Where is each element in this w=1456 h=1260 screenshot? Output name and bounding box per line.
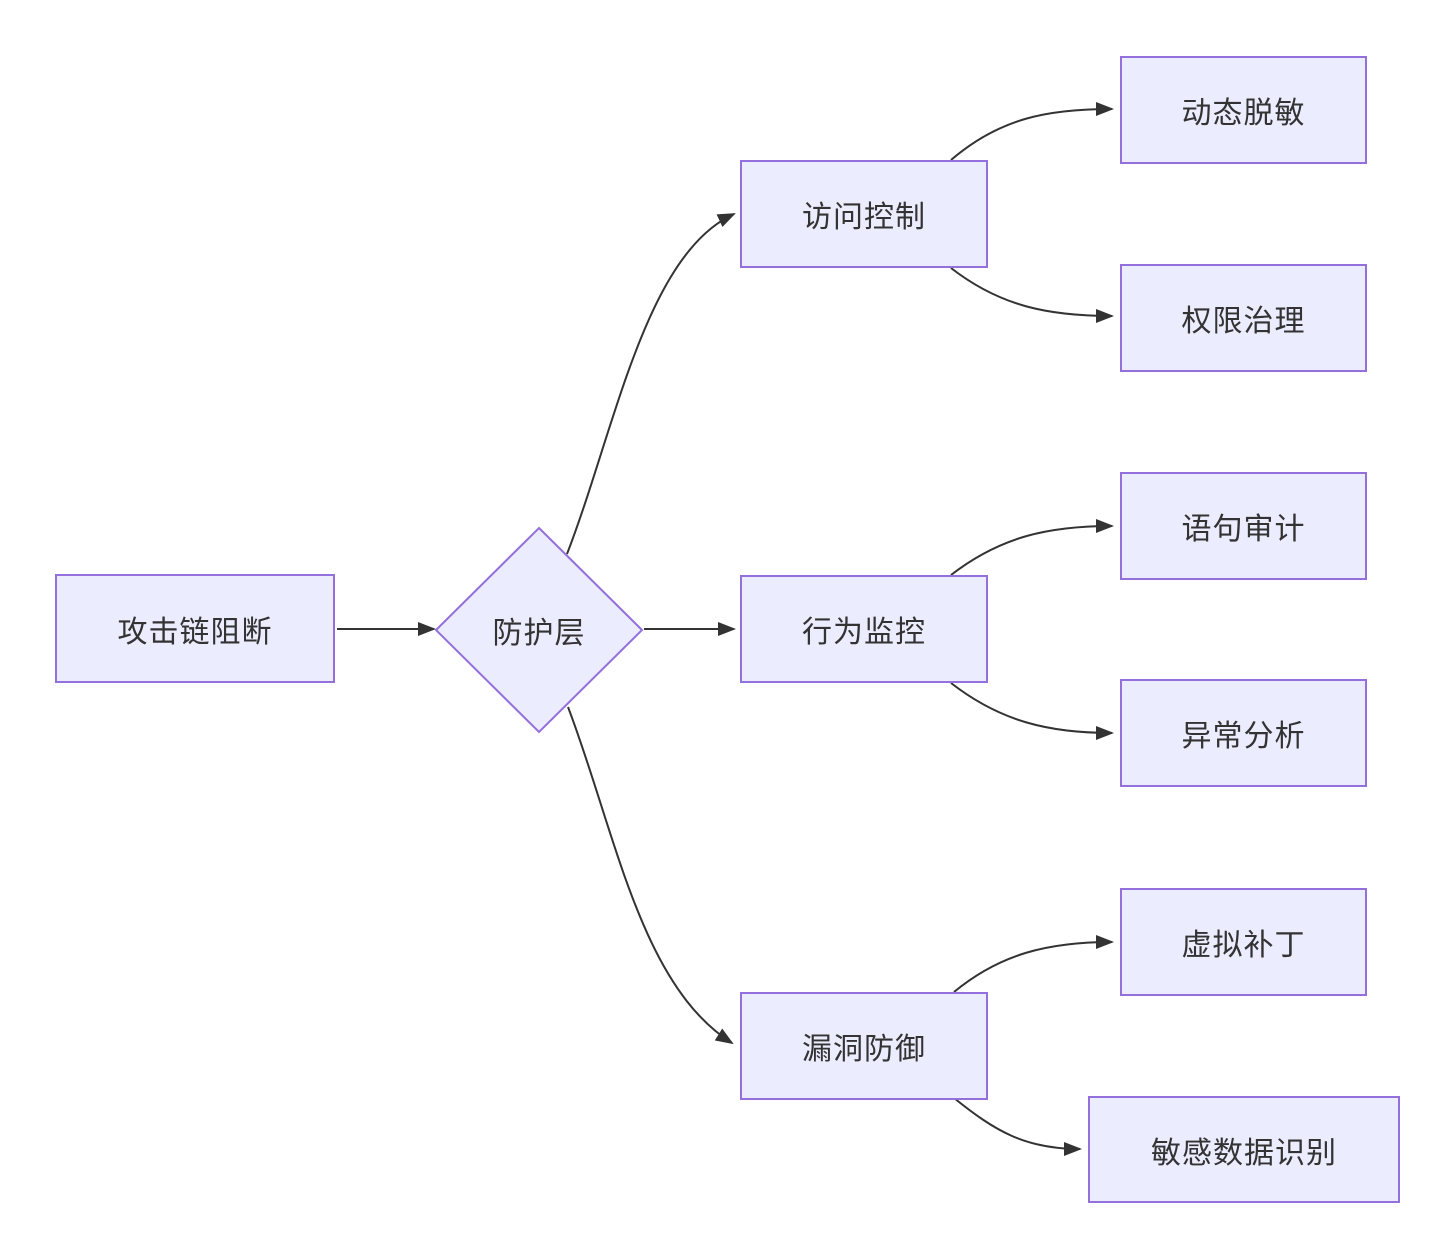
- node-anomaly-analysis-label: 异常分析: [1181, 720, 1306, 753]
- edge-behavior-monitoring-to-anomaly-analysis: [950, 682, 1114, 740]
- node-anomaly-analysis: 异常分析: [1120, 679, 1367, 787]
- edge-access-control-to-dynamic-masking: [950, 102, 1114, 161]
- node-dynamic-masking: 动态脱敏: [1120, 56, 1367, 164]
- node-access-control-label: 访问控制: [802, 201, 926, 234]
- node-protection-layer-shape: [434, 526, 644, 734]
- edge-protection-layer-to-vulnerability-defense: [567, 706, 734, 1045]
- node-behavior-monitoring: 行为监控: [740, 575, 988, 683]
- node-permission-governance: 权限治理: [1120, 264, 1367, 372]
- node-virtual-patch-label: 虚拟补丁: [1181, 929, 1306, 962]
- node-attack-chain-block-label: 攻击链阻断: [117, 615, 273, 649]
- edge-vulnerability-defense-to-virtual-patch: [953, 935, 1114, 993]
- node-sensitive-data-identification: 敏感数据识别: [1088, 1096, 1400, 1203]
- edge-vulnerability-defense-to-sensitive-data: [953, 1097, 1082, 1156]
- node-statement-audit: 语句审计: [1120, 472, 1367, 580]
- node-dynamic-masking-label: 动态脱敏: [1181, 97, 1306, 130]
- node-statement-audit-label: 语句审计: [1181, 513, 1306, 546]
- node-attack-chain-block: 攻击链阻断: [55, 574, 335, 683]
- node-behavior-monitoring-label: 行为监控: [802, 616, 926, 649]
- node-vulnerability-defense: 漏洞防御: [740, 992, 988, 1100]
- node-sensitive-data-identification-label: 敏感数据识别: [1151, 1136, 1337, 1170]
- node-vulnerability-defense-label: 漏洞防御: [802, 1033, 926, 1066]
- edge-access-control-to-permission-governance: [950, 267, 1114, 323]
- node-access-control: 访问控制: [740, 160, 988, 268]
- node-permission-governance-label: 权限治理: [1181, 305, 1306, 338]
- node-virtual-patch: 虚拟补丁: [1120, 888, 1367, 996]
- edge-protection-layer-to-access-control: [566, 213, 736, 555]
- edge-behavior-monitoring-to-statement-audit: [950, 519, 1114, 576]
